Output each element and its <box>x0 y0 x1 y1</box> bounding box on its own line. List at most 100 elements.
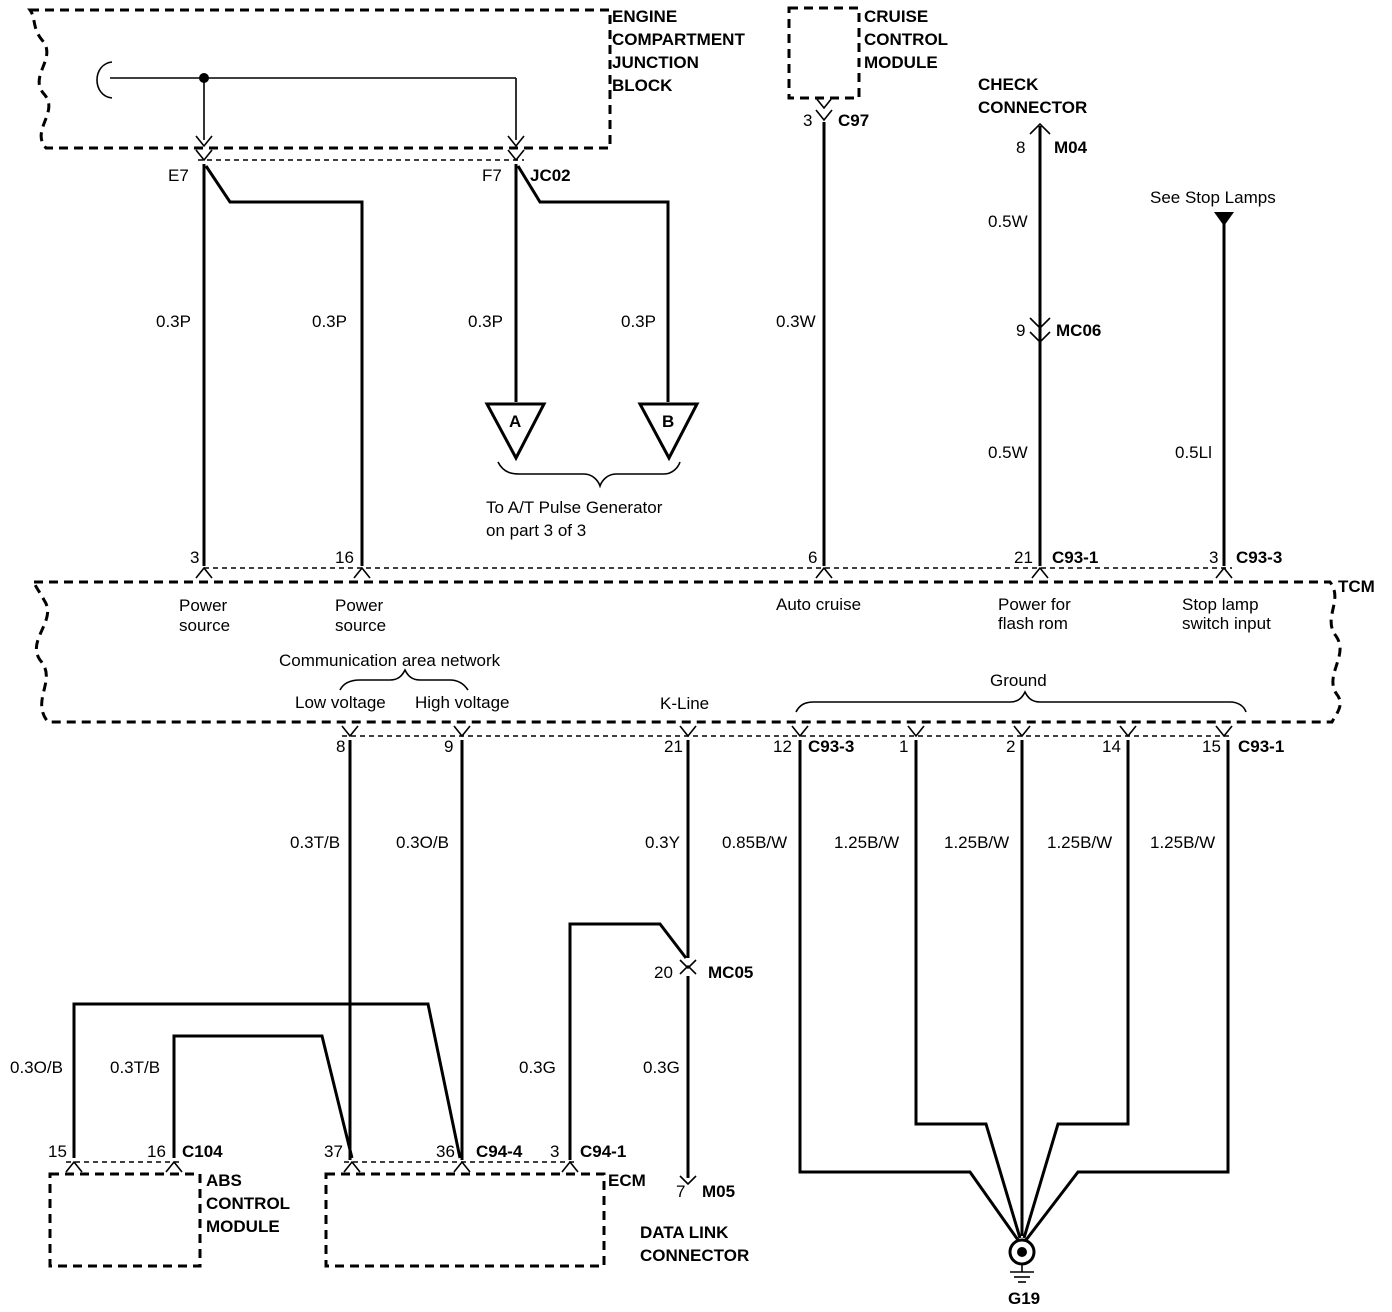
m04-pin: 8 <box>1016 138 1025 157</box>
check-label-2: CONNECTOR <box>978 98 1087 117</box>
wire-gnd-1 <box>914 740 1022 1239</box>
ecm-pin36-connector-icon <box>453 1160 471 1173</box>
wire-abs-high <box>72 1002 462 1159</box>
pulse-note-2: on part 3 of 3 <box>486 521 586 540</box>
wire-label-f7-a: 0.3P <box>468 312 503 331</box>
tcm-flash-l1: Power for <box>998 595 1071 614</box>
wire-label-dlc-g: 0.3G <box>643 1058 680 1077</box>
stop-lamps-ref: See Stop Lamps <box>1150 188 1276 207</box>
tcm-can-label: Communication area network <box>279 651 501 670</box>
tcm-pin6-connector-icon <box>815 566 833 579</box>
tcm-pin-12: 12 <box>773 737 792 756</box>
m05-pin: 7 <box>676 1182 685 1201</box>
c97-pin: 3 <box>803 111 812 130</box>
tcm-pin-1: 1 <box>899 737 908 756</box>
wire-label-cruise: 0.3W <box>776 312 816 331</box>
m05-connector-icon <box>679 1175 697 1186</box>
wire-label-gnd12: 0.85B/W <box>722 833 787 852</box>
tcm-low-voltage: Low voltage <box>295 693 386 712</box>
wire-abs-low <box>172 1034 354 1159</box>
ecm-pin-37: 37 <box>324 1142 343 1161</box>
tcm-power2-l1: Power <box>335 596 384 615</box>
dlc-label-2: CONNECTOR <box>640 1246 749 1265</box>
tcm-pin16-connector-icon <box>353 566 371 579</box>
c93-3-label: C93-3 <box>1236 548 1282 567</box>
tcm-pin-9: 9 <box>444 737 453 756</box>
wire-label-stop: 0.5Ll <box>1175 443 1212 462</box>
wire-f7-b <box>516 165 670 402</box>
m04-connector-icon <box>1029 122 1051 135</box>
abs-pin-15: 15 <box>48 1142 67 1161</box>
dlc-label-1: DATA LINK <box>640 1223 729 1242</box>
c104-label: C104 <box>182 1142 223 1161</box>
ecm-pin-36: 36 <box>436 1142 455 1161</box>
f7-label: F7 <box>482 166 502 185</box>
c93-1-low-label: C93-1 <box>1238 737 1284 756</box>
abs-pin15-connector-icon <box>65 1160 83 1173</box>
pulse-note-1: To A/T Pulse Generator <box>486 498 663 517</box>
tcm-pin2-connector-icon <box>1013 725 1031 738</box>
ecm-pin37-connector-icon <box>343 1160 361 1173</box>
m05-label: M05 <box>702 1182 735 1201</box>
ecm-label: ECM <box>608 1171 646 1190</box>
tcm-pin15-connector-icon <box>1215 725 1233 738</box>
ground-g19-icon <box>1008 1238 1036 1283</box>
e7-label: E7 <box>168 166 189 185</box>
tcm-stop-l1: Stop lamp <box>1182 595 1259 614</box>
tcm-pin-15: 15 <box>1202 737 1221 756</box>
tcm-pin21b-connector-icon <box>679 725 697 738</box>
tcm-pin21-connector-icon <box>1031 566 1049 579</box>
c93-3-low-label: C93-3 <box>808 737 854 756</box>
tcm-pin-3b: 3 <box>1209 548 1218 567</box>
abs-label-3: MODULE <box>206 1217 280 1236</box>
wire-e7-pin16 <box>204 165 364 566</box>
f7-connector-icon <box>507 135 525 162</box>
tcm-power1-l2: source <box>179 616 230 635</box>
tcm-pin12-connector-icon <box>791 725 809 738</box>
cruise-label-2: CONTROL <box>864 30 948 49</box>
c93-1-label: C93-1 <box>1052 548 1098 567</box>
tcm-pin-2: 2 <box>1006 737 1015 756</box>
marker-b-label: B <box>662 412 674 431</box>
c94-4-label: C94-4 <box>476 1142 523 1161</box>
tcm-pin1-connector-icon <box>907 725 925 738</box>
tcm-pin-6: 6 <box>808 548 817 567</box>
tcm-pin-21b: 21 <box>664 737 683 756</box>
tcm-ground-label: Ground <box>990 671 1047 690</box>
ecjb-label-2: COMPARTMENT <box>612 30 745 49</box>
ecm-pin-3: 3 <box>550 1142 559 1161</box>
wire-label-kline: 0.3Y <box>645 833 680 852</box>
tcm-auto-cruise: Auto cruise <box>776 595 861 614</box>
marker-a-icon <box>484 402 547 462</box>
wire-label-check-bot: 0.5W <box>988 443 1028 462</box>
mc06-pin: 9 <box>1016 321 1025 340</box>
wire-gnd-15 <box>1024 740 1230 1241</box>
wire-label-can-low: 0.3T/B <box>290 833 340 852</box>
mc05-connector-icon <box>679 959 697 975</box>
mc06-label: MC06 <box>1056 321 1101 340</box>
stop-lamps-arrow-icon <box>1214 212 1234 226</box>
tcm-high-voltage: High voltage <box>415 693 510 712</box>
c97-connector-icon <box>815 97 833 122</box>
tcm-power2-l2: source <box>335 616 386 635</box>
wire-label-gnd14: 1.25B/W <box>1047 833 1112 852</box>
tcm-pin9-connector-icon <box>453 725 471 738</box>
abs-pin16-connector-icon <box>165 1160 183 1173</box>
fuse-symbol <box>96 61 113 99</box>
c94-1-label: C94-1 <box>580 1142 626 1161</box>
mc05-label: MC05 <box>708 963 753 982</box>
tcm-pin-3: 3 <box>190 548 199 567</box>
c97-label: C97 <box>838 111 869 130</box>
tcm-power1-l1: Power <box>179 596 228 615</box>
pulse-brace <box>497 461 681 489</box>
tcm-flash-l2: flash rom <box>998 614 1068 633</box>
m04-label: M04 <box>1054 138 1088 157</box>
wire-ecm-kline <box>568 922 688 1160</box>
